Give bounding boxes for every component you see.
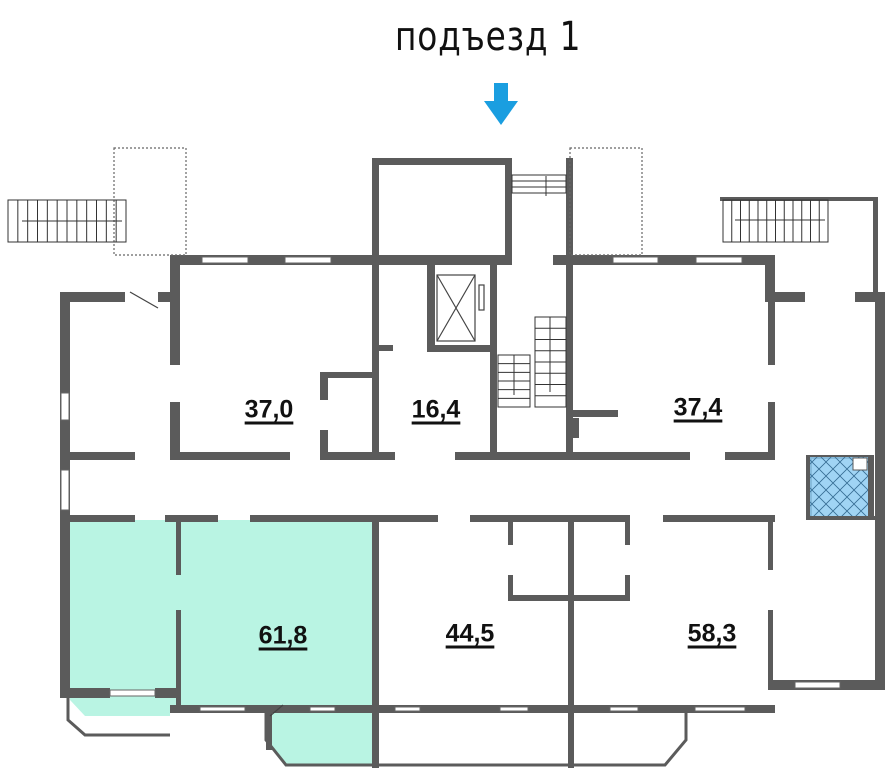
wall — [176, 610, 181, 712]
wall — [250, 515, 438, 522]
balcony-outline — [569, 147, 643, 256]
staircases — [7, 174, 829, 408]
entrance-arrow-icon — [484, 83, 518, 125]
wall — [855, 292, 885, 302]
wall — [768, 520, 773, 570]
wall — [372, 158, 505, 165]
window — [499, 706, 529, 712]
room-area-label[interactable]: 44,5 — [445, 619, 495, 648]
wall — [320, 430, 328, 455]
wall — [320, 372, 375, 378]
windows — [60, 256, 841, 712]
window — [394, 706, 421, 712]
wall — [725, 452, 775, 460]
wall — [372, 255, 505, 265]
wall — [765, 255, 775, 300]
wall — [768, 402, 775, 455]
wall — [427, 345, 495, 352]
window — [201, 256, 249, 264]
wall — [568, 515, 574, 768]
window — [695, 256, 743, 264]
elevator-cross — [436, 274, 476, 342]
wall — [573, 410, 618, 417]
window — [60, 392, 70, 421]
wall — [490, 265, 497, 457]
wall — [320, 372, 328, 400]
entrance-label: подъезд 1 — [395, 14, 582, 60]
wall — [720, 197, 877, 201]
wall — [768, 300, 775, 365]
balcony-outline — [113, 147, 187, 256]
wall — [427, 265, 435, 350]
wall — [806, 455, 812, 520]
wall — [566, 158, 573, 457]
elevator-icon — [436, 274, 476, 342]
wall — [158, 292, 180, 302]
window — [199, 706, 246, 712]
wall — [508, 575, 513, 600]
window — [612, 256, 659, 264]
wall — [170, 705, 775, 713]
wall — [170, 255, 180, 365]
wall — [155, 688, 181, 698]
window — [284, 256, 332, 264]
wall — [470, 515, 630, 522]
wall — [508, 595, 630, 601]
staircase — [511, 174, 567, 194]
room-area-label-selected[interactable]: 61,8 — [258, 621, 308, 650]
wall — [372, 515, 379, 768]
wall — [508, 520, 513, 545]
window — [694, 706, 746, 712]
room-area-label[interactable]: 58,3 — [687, 619, 737, 648]
selected-unit-fill[interactable] — [70, 520, 375, 765]
window — [309, 706, 336, 712]
wall — [875, 292, 885, 690]
wall — [806, 516, 878, 520]
wall — [165, 515, 218, 522]
wall — [553, 255, 775, 265]
window — [794, 681, 841, 689]
lines — [66, 147, 688, 767]
wall — [378, 345, 393, 351]
room-area-label[interactable]: 37,4 — [673, 393, 723, 422]
wall — [60, 688, 110, 698]
window — [109, 689, 156, 697]
wall — [625, 520, 630, 545]
door-swing — [129, 291, 159, 309]
wall — [873, 197, 878, 295]
wall — [60, 452, 135, 460]
wall — [60, 292, 125, 302]
room-area-label[interactable]: 16,4 — [411, 395, 461, 424]
wall — [320, 452, 395, 460]
wall — [170, 402, 180, 455]
wall — [170, 452, 290, 460]
room-area-label[interactable]: 37,0 — [244, 395, 294, 424]
wall — [573, 418, 579, 438]
bay-window — [264, 712, 688, 767]
wall — [625, 575, 630, 600]
wall — [868, 455, 874, 520]
wall — [765, 292, 805, 302]
bay-window — [66, 690, 170, 737]
wall — [663, 515, 775, 522]
wall — [266, 705, 272, 750]
wall — [176, 520, 181, 575]
wall — [372, 158, 379, 458]
wall — [505, 158, 512, 265]
window — [609, 706, 639, 712]
door-swing — [269, 704, 284, 717]
wall — [768, 610, 773, 690]
window — [60, 469, 70, 511]
wall — [60, 515, 135, 522]
